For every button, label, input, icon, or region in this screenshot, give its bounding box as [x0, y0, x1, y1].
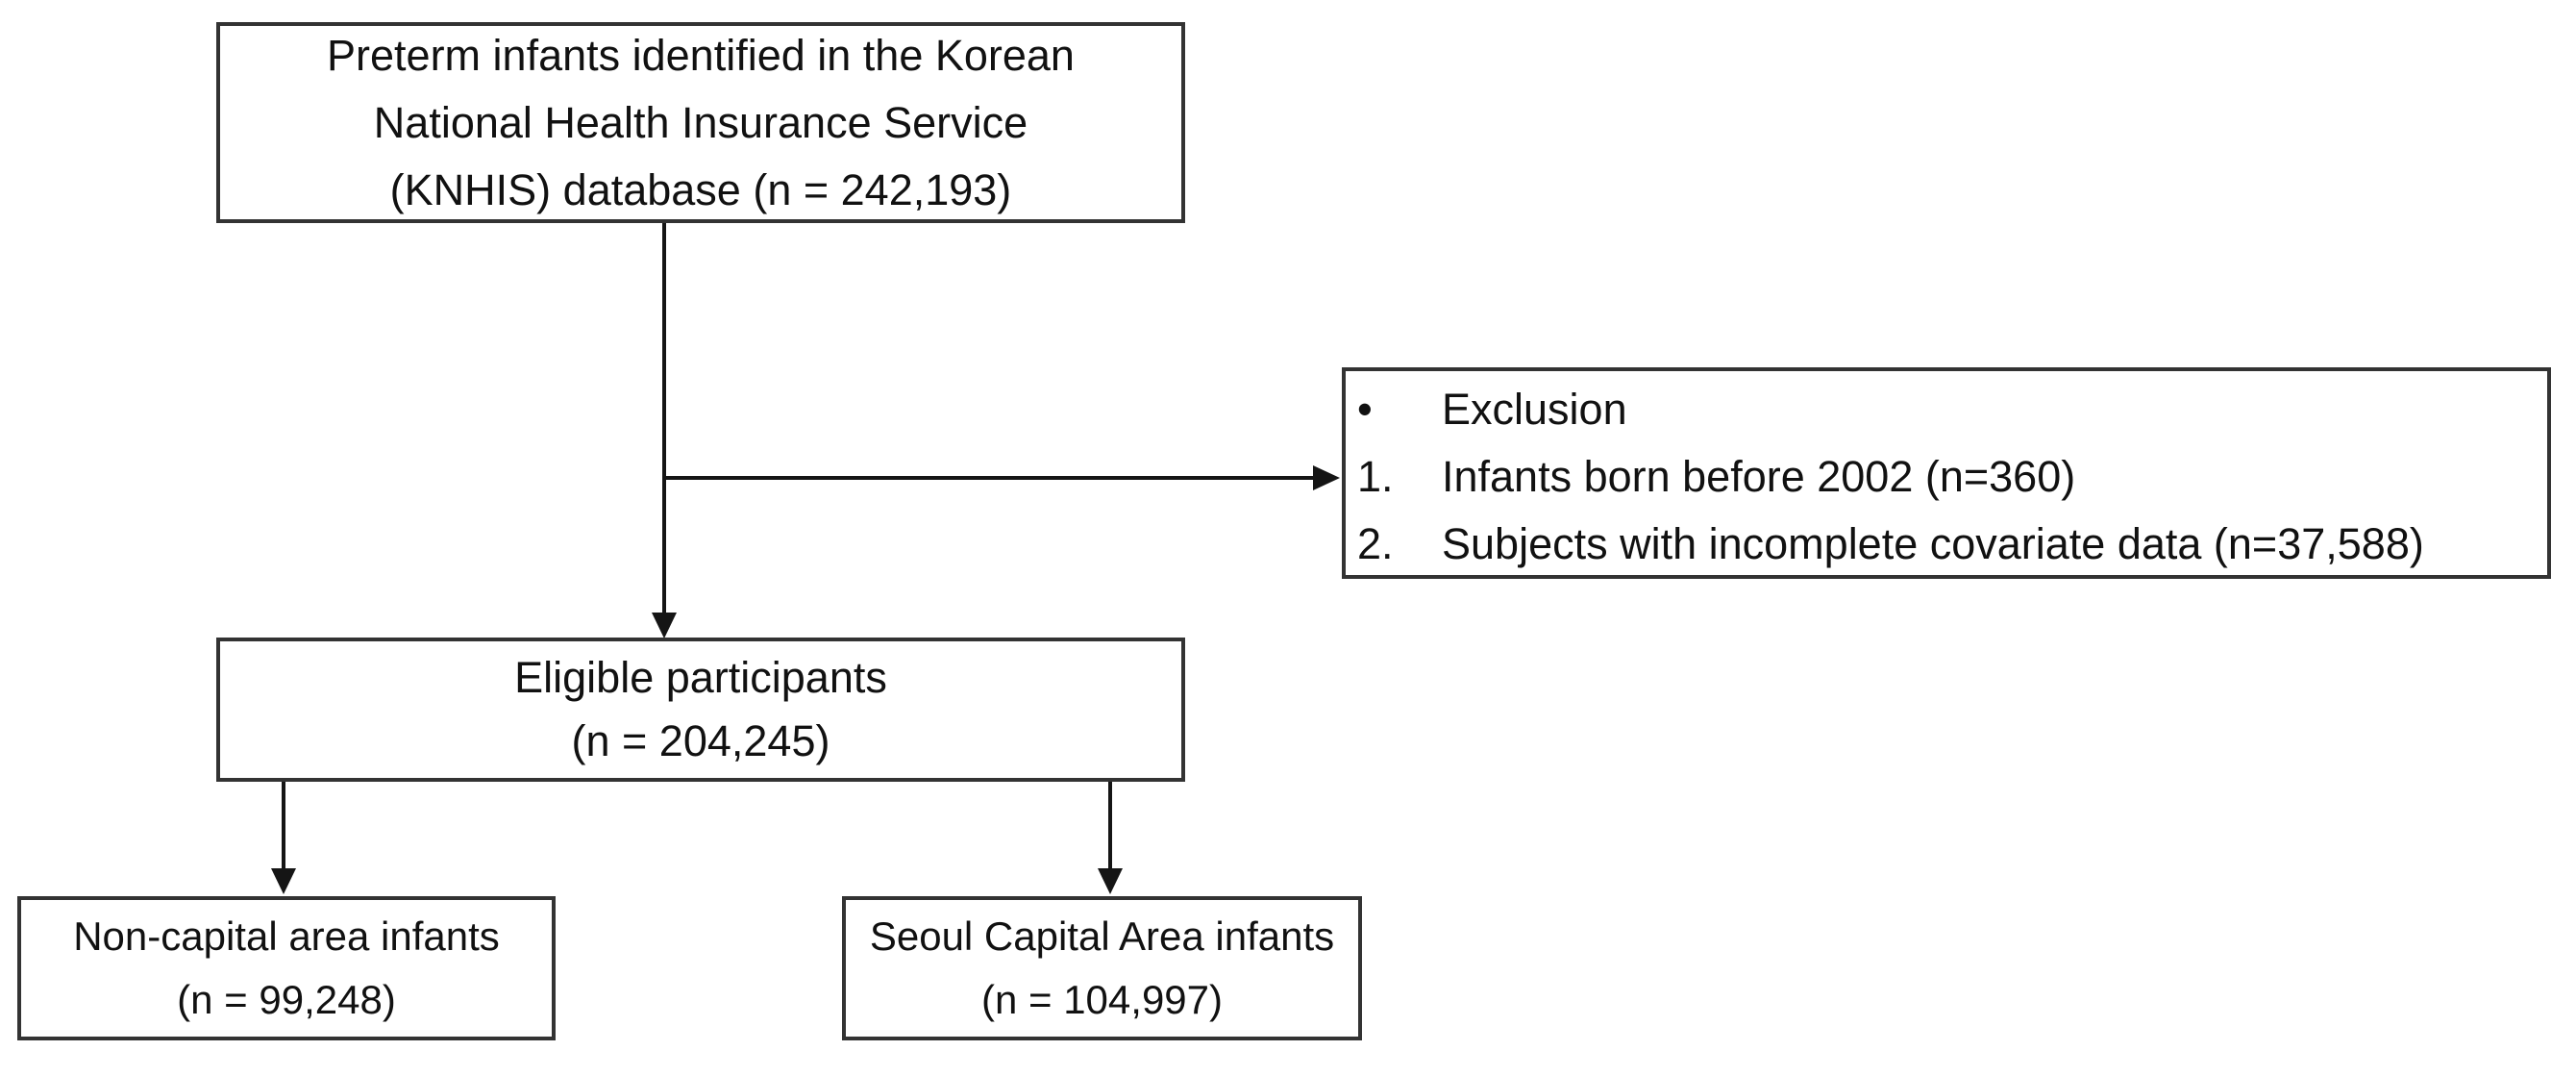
box-eligible-participants: Eligible participants (n = 204,245) [216, 638, 1185, 782]
bullet-icon: • [1357, 385, 1373, 434]
connector-branch-to-exclusion [664, 476, 1314, 480]
arrowhead-down-icon [1098, 868, 1123, 894]
exclusion-row-title: • Exclusion [1346, 376, 2547, 443]
source-population-label: Preterm infants identified in the Korean… [327, 30, 1075, 214]
connector-eligible-to-noncapital [282, 782, 285, 870]
seoul-capital-area-label: Seoul Capital Area infants (n = 104,997) [869, 913, 1335, 1022]
arrowhead-down-icon [271, 868, 296, 894]
exclusion-title-label: Exclusion [1442, 385, 1627, 434]
exclusion-item-2-label: Subjects with incomplete covariate data … [1442, 519, 2424, 568]
connector-eligible-to-seoul [1108, 782, 1112, 870]
exclusion-item-1-number: 1. [1357, 452, 1394, 501]
non-capital-area-label: Non-capital area infants (n = 99,248) [73, 913, 500, 1022]
exclusion-row-1: 1. Infants born before 2002 (n=360) [1346, 443, 2547, 511]
box-seoul-capital-area: Seoul Capital Area infants (n = 104,997) [842, 896, 1362, 1040]
arrowhead-down-icon [652, 613, 677, 638]
eligible-participants-label: Eligible participants (n = 204,245) [514, 653, 887, 765]
exclusion-row-2: 2. Subjects with incomplete covariate da… [1346, 511, 2547, 578]
exclusion-item-1-label: Infants born before 2002 (n=360) [1442, 452, 2076, 501]
box-exclusion: • Exclusion 1. Infants born before 2002 … [1342, 367, 2551, 579]
arrowhead-right-icon [1313, 465, 1340, 490]
connector-source-to-eligible [662, 223, 666, 615]
box-non-capital-area: Non-capital area infants (n = 99,248) [17, 896, 556, 1040]
box-source-population: Preterm infants identified in the Korean… [216, 22, 1185, 223]
exclusion-item-2-number: 2. [1357, 519, 1394, 568]
